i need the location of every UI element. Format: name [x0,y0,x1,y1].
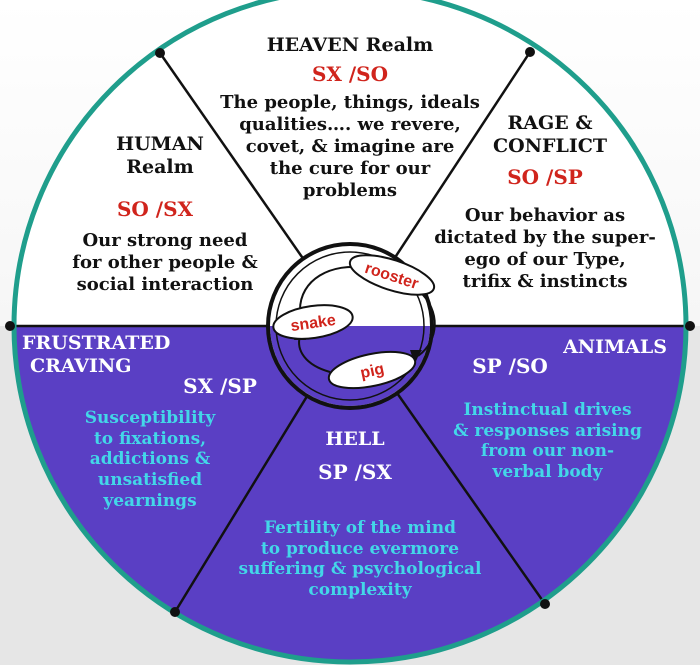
hell-desc: Fertility of the mind to produce evermor… [215,518,505,601]
snake-label: snake [290,312,337,335]
pig-label: pig [359,361,386,383]
craving-desc-line: to fixations, [93,428,207,449]
animals-desc: Instinctual drives & responses arising f… [425,400,670,483]
rage-title: RAGE & CONFLICT [480,112,620,158]
craving-title-line: CRAVING [30,355,132,378]
rage-desc: Our behavior as dictated by the super- e… [425,205,665,293]
rage-desc-line: ego of our Type, [464,248,626,270]
rage-desc-line: dictated by the super- [434,226,656,248]
pig-oval [327,350,417,390]
craving-desc-line: unsatisfied [97,470,203,491]
rage-title-line: RAGE & [507,112,593,134]
hell-desc-line: complexity [308,580,412,601]
human-title-line: HUMAN [116,133,204,155]
human-title: HUMAN Realm [90,133,230,179]
rim-dot [685,321,695,331]
animals-desc-line: from our non- [480,441,615,462]
rim-dot [540,599,550,609]
animals-desc-line: Instinctual drives [463,400,632,420]
hell-desc-line: to produce evermore [260,538,460,559]
craving-title-line: FRUSTRATED [22,332,171,354]
heaven-desc-line: covet, & imagine are [245,135,455,157]
craving-desc: Susceptibility to fixations, addictions … [55,408,245,512]
animals-desc-line: & responses arising [453,420,642,441]
hell-desc-line: Fertility of the mind [264,518,456,538]
human-desc-line: social interaction [76,273,254,295]
rooster-oval [348,254,436,296]
rim-dot [525,47,535,57]
craving-desc-line: addictions & [89,449,211,470]
hell-title: HELL [325,428,385,450]
craving-desc-line: Susceptibility [84,408,216,428]
human-desc-line: Our strong need [82,230,248,251]
rage-title-line: CONFLICT [492,135,608,158]
human-code: SO /SX [116,197,194,221]
rim-dot [155,48,165,58]
rage-desc-line: trifix & instincts [462,270,628,292]
heaven-desc-line: the cure for our [269,157,431,179]
human-title-line: Realm [126,156,194,179]
heaven-desc-line: qualities…. we revere, [239,113,461,135]
heaven-desc: The people, things, ideals qualities…. w… [190,92,510,202]
animals-title: ANIMALS [563,336,667,358]
craving-code: SX /SP [183,374,257,398]
hub-ring [266,242,434,410]
craving-desc-line: yearnings [103,490,197,511]
human-desc: Our strong need for other people & socia… [55,230,275,296]
rage-desc-line: Our behavior as [464,205,626,226]
craving-title: FRUSTRATED CRAVING [22,332,192,378]
hell-code: SP /SX [318,460,392,484]
human-desc-line: for other people & [72,251,258,273]
rim-dot [170,607,180,617]
rage-code: SO /SP [507,165,583,189]
heaven-desc-line: problems [302,179,398,201]
heaven-code: SX /SO [311,62,389,86]
snake-oval [272,304,354,340]
animals-desc-line: verbal body [492,462,603,483]
heaven-desc-line: The people, things, ideals [220,92,480,113]
cycle-arrow-rooster-to-pig [417,291,436,357]
heaven-title: HEAVEN Realm [266,34,434,56]
rim-dot [5,321,15,331]
hell-desc-line: suffering & psychological [238,559,482,580]
animals-code: SP /SO [472,354,548,378]
